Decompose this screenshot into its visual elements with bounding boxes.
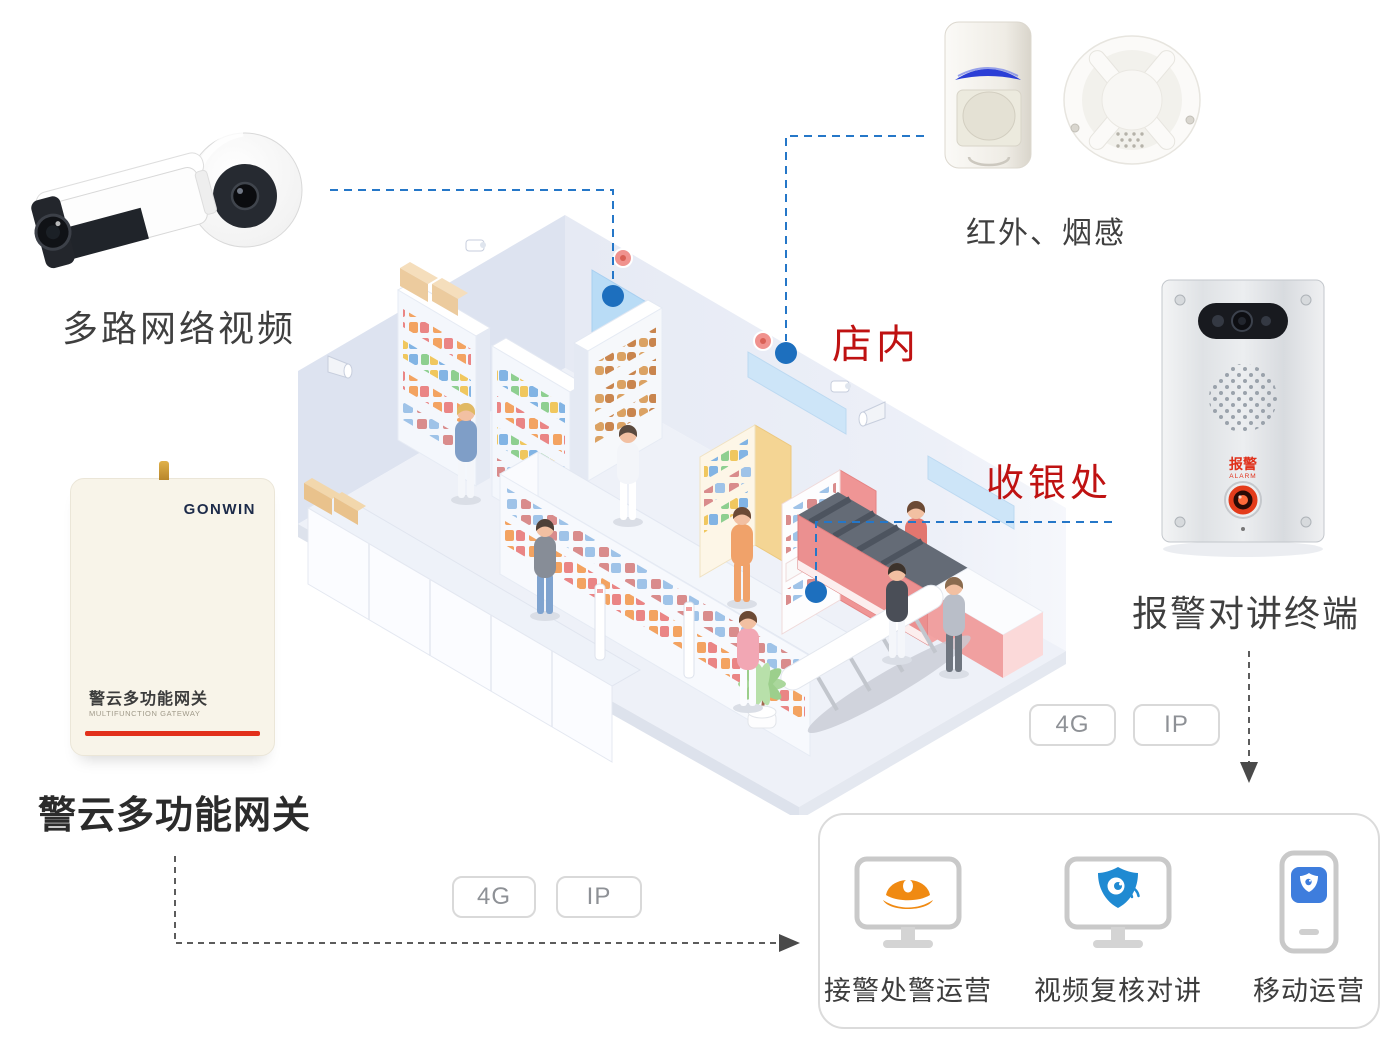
gateway-label: 警云多功能网关 [38, 795, 312, 837]
wall-sounder-icon [753, 331, 773, 351]
terminal-button-en: ALARM [1229, 473, 1256, 480]
store-scene [298, 215, 1066, 815]
center-gondola [499, 451, 849, 757]
dome-camera-icon [187, 129, 303, 248]
pir-sensor-image [944, 21, 1032, 169]
badge-4g-gateway: 4G [452, 876, 536, 918]
wall-speaker-icon [327, 355, 353, 379]
feature-video-verify: 视频复核对讲 [1034, 847, 1202, 1027]
smoke-detector-icon [1063, 35, 1201, 165]
gateway-red-stripe [85, 731, 260, 736]
feature-mobile-ops: 移动运营 [1244, 847, 1374, 1027]
zone-label-cashier: 收银处 [986, 463, 1113, 505]
feature-label: 视频复核对讲 [1034, 976, 1202, 1006]
badge-ip-gateway: IP [556, 876, 642, 918]
wall-camera-icon [830, 380, 851, 393]
alarm-terminal-icon: 报警 ALARM [1161, 279, 1325, 543]
storage-box [304, 478, 340, 499]
platform-box: 接警处警运营 视频复核对讲 [818, 813, 1380, 1029]
monitor-shield-icon [1064, 856, 1172, 948]
terminal-shadow [1163, 541, 1323, 557]
terminal-speaker-grille [1209, 364, 1277, 432]
network-cameras-image [31, 129, 303, 269]
wall-camera-icon [465, 239, 486, 252]
feature-alarm-dispatch: 接警处警运营 [824, 847, 992, 1027]
gateway-panel-title: 警云多功能网关 [89, 691, 209, 708]
feature-label: 移动运营 [1253, 976, 1365, 1006]
detectors-label: 红外、烟感 [966, 217, 1126, 250]
monitor-police-hat-icon [854, 856, 962, 948]
terminal-button-cn: 报警 [1229, 456, 1257, 472]
arrow-down-icon [1240, 762, 1258, 783]
gateway-panel-subtitle: MULTIFUNCTION GATEWAY [89, 709, 201, 718]
alarm-terminal-image: 报警 ALARM [1161, 279, 1325, 557]
feature-label: 接警处警运营 [824, 976, 992, 1006]
wall-sounder-icon [613, 248, 633, 268]
locker-row [304, 478, 641, 763]
gateway-brand-logo: GONWIN [183, 501, 256, 518]
arrow-right-icon [779, 934, 800, 952]
badge-4g-terminal: 4G [1029, 704, 1116, 746]
pir-sensor-icon [944, 21, 1032, 169]
floor-edge-right [799, 651, 1066, 815]
badge-ip-terminal: IP [1133, 704, 1220, 746]
security-gate [683, 601, 695, 679]
phone-app-icon [1279, 850, 1339, 954]
bullet-camera-icon [31, 152, 217, 269]
smoke-detector-image [1063, 35, 1201, 165]
security-gate [594, 583, 606, 661]
gateway-antenna [159, 461, 169, 480]
wall-speaker-icon [858, 401, 886, 427]
bread-shelf [572, 299, 664, 482]
store-window-strip [747, 351, 847, 435]
cameras-label: 多路网络视频 [62, 308, 297, 349]
gateway-device-image: GONWIN 警云多功能网关 MULTIFUNCTION GATEWAY [70, 461, 275, 756]
terminal-label: 报警对讲终端 [1132, 593, 1361, 634]
zone-label-in-store: 店内 [832, 323, 920, 367]
